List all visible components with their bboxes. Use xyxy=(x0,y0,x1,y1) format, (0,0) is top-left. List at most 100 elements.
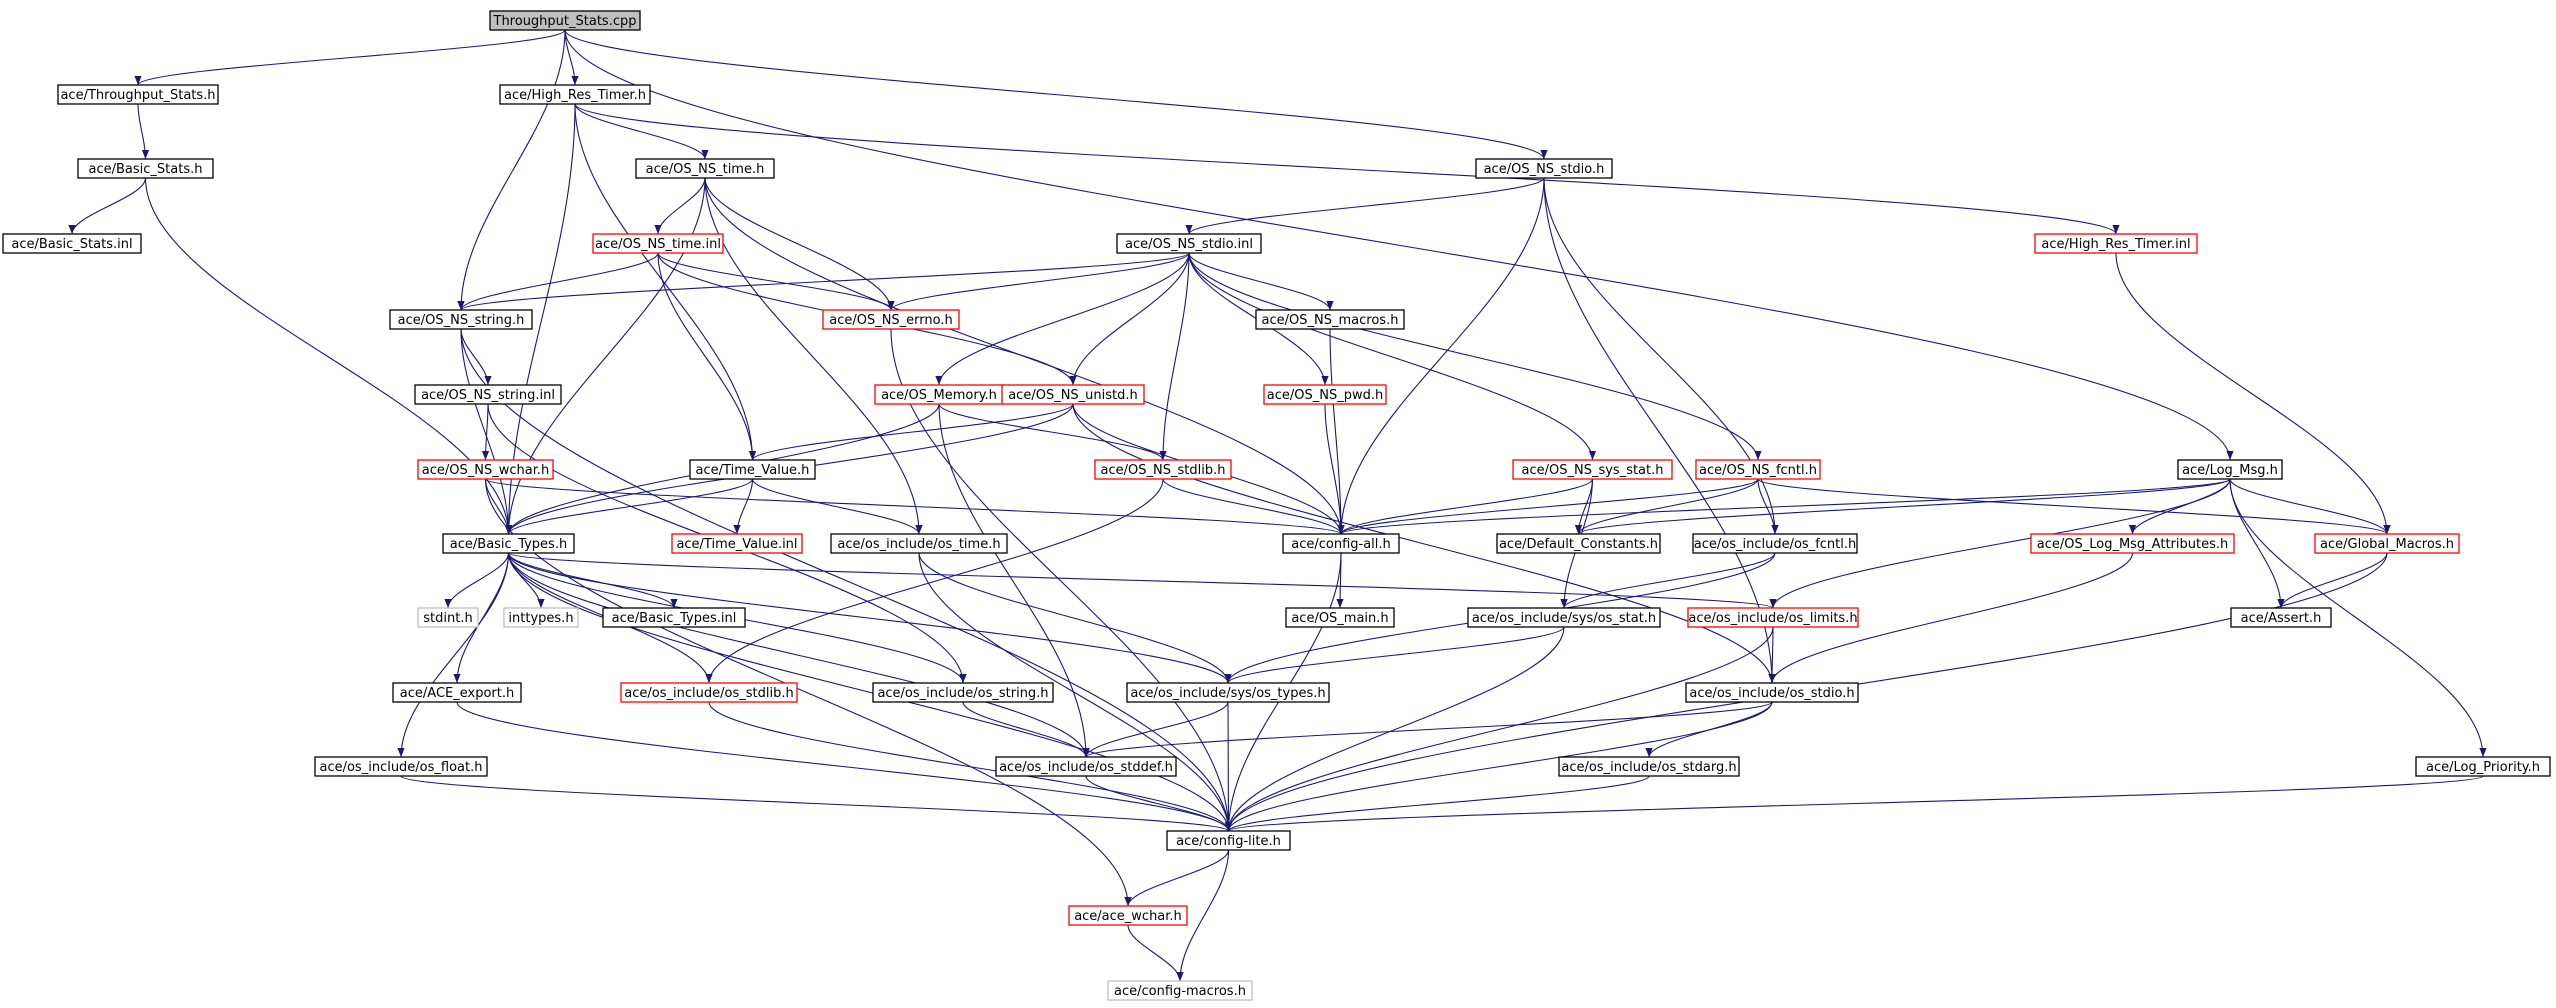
edge-os-include-sys-os-stat-h-to-config-lite-h xyxy=(1224,626,1565,832)
edge-os-ns-wchar-h-to-config-all-h xyxy=(484,478,1345,535)
node-box xyxy=(602,607,746,628)
graph-node-os-ns-unistd-h[interactable]: ace/OS_NS_unistd.h xyxy=(1001,384,1145,405)
graph-node-time-value-inl[interactable]: ace/Time_Value.inl xyxy=(671,533,803,554)
node-label: ace/Log_Priority.h xyxy=(2426,760,2540,775)
edge-os-ns-stdio-inl-to-os-ns-stdlib-h xyxy=(1159,252,1190,461)
graph-node-hrt-h[interactable]: ace/High_Res_Timer.h xyxy=(499,84,651,105)
graph-node-time-value-h[interactable]: ace/Time_Value.h xyxy=(689,459,816,480)
graph-node-os-ns-stdio-inl[interactable]: ace/OS_NS_stdio.inl xyxy=(1116,233,1262,254)
node-box xyxy=(1692,533,1858,554)
edge-root-to-os-ns-string-h xyxy=(457,29,566,311)
node-label: ace/Basic_Stats.inl xyxy=(11,237,132,252)
node-box xyxy=(1126,682,1330,703)
graph-node-os-include-os-stdlib-h[interactable]: ace/os_include/os_stdlib.h xyxy=(620,682,798,703)
edge-os-include-os-time-h-to-config-lite-h xyxy=(918,552,1233,832)
edge-root-to-os-ns-stdio-h xyxy=(564,29,1548,160)
edge-throughput-h-to-basic-stats-h xyxy=(137,103,150,160)
graph-node-stdint-h[interactable]: stdint.h xyxy=(417,607,479,628)
node-box xyxy=(1107,980,1253,1001)
edge-hrt-h-to-os-ns-time-h xyxy=(574,103,709,160)
graph-node-os-main-h[interactable]: ace/OS_main.h xyxy=(1285,607,1395,628)
edge-os-ns-stdio-h-to-os-include-os-stdio-h xyxy=(1543,177,1776,684)
graph-node-os-ns-pwd-h[interactable]: ace/OS_NS_pwd.h xyxy=(1263,384,1387,405)
node-label: ace/config-lite.h xyxy=(1176,834,1281,849)
graph-node-os-log-msg-attr-h[interactable]: ace/OS_Log_Msg_Attributes.h xyxy=(2030,533,2235,554)
node-box xyxy=(1166,830,1291,851)
edge-os-ns-stdio-h-to-os-include-os-fcntl-h xyxy=(1543,177,1779,535)
edge-os-ns-stdio-h-to-os-ns-stdio-inl xyxy=(1185,177,1545,235)
edge-os-include-os-stdio-h-to-config-lite-h xyxy=(1225,701,1773,832)
graph-node-throughput-h[interactable]: ace/Throughput_Stats.h xyxy=(57,84,219,105)
node-label: ace/OS_main.h xyxy=(1291,611,1388,626)
node-label: ace/OS_NS_macros.h xyxy=(1262,313,1399,328)
edge-os-memory-h-to-os-ns-stdlib-h xyxy=(938,403,1167,461)
node-label: ace/OS_NS_sys_stat.h xyxy=(1522,463,1664,478)
node-label: ace/os_include/os_stdio.h xyxy=(1689,686,1854,701)
graph-node-os-ns-sys-stat-h[interactable]: ace/OS_NS_sys_stat.h xyxy=(1512,459,1673,480)
graph-node-os-ns-time-h[interactable]: ace/OS_NS_time.h xyxy=(635,158,775,179)
graph-node-os-ns-string-h[interactable]: ace/OS_NS_string.h xyxy=(389,309,533,330)
graph-node-assert-h[interactable]: ace/Assert.h xyxy=(2230,607,2332,628)
node-label: ace/OS_NS_string.h xyxy=(398,313,525,328)
edge-os-include-os-string-h-to-os-include-os-stddef-h xyxy=(962,701,1090,758)
node-label: ace/OS_NS_stdio.h xyxy=(1484,162,1605,177)
edge-hrt-inl-to-global-macros-h xyxy=(2115,252,2391,535)
graph-node-config-macros-h[interactable]: ace/config-macros.h xyxy=(1107,980,1253,1001)
node-label: ace/os_include/os_float.h xyxy=(319,760,482,775)
node-label: ace/Throughput_Stats.h xyxy=(60,88,215,103)
graph-node-os-include-os-time-h[interactable]: ace/os_include/os_time.h xyxy=(830,533,1008,554)
graph-node-os-include-sys-os-stat-h[interactable]: ace/os_include/sys/os_stat.h xyxy=(1467,607,1661,628)
graph-node-inttypes-h[interactable]: inttypes.h xyxy=(503,607,579,628)
node-box xyxy=(1558,756,1740,777)
edge-global-macros-h-to-assert-h xyxy=(2277,552,2388,609)
edge-hrt-h-to-time-value-h xyxy=(574,103,757,461)
graph-node-global-macros-h[interactable]: ace/Global_Macros.h xyxy=(2314,533,2460,554)
graph-node-basic-stats-inl[interactable]: ace/Basic_Stats.inl xyxy=(2,233,142,254)
edge-os-ns-time-h-to-basic-types-h xyxy=(504,177,706,535)
graph-node-config-all-h[interactable]: ace/config-all.h xyxy=(1282,533,1400,554)
graph-node-os-ns-stdio-h[interactable]: ace/OS_NS_stdio.h xyxy=(1475,158,1613,179)
graph-node-os-ns-fcntl-h[interactable]: ace/OS_NS_fcntl.h xyxy=(1695,459,1821,480)
graph-node-basic-types-inl[interactable]: ace/Basic_Types.inl xyxy=(602,607,746,628)
node-label: stdint.h xyxy=(423,611,472,626)
graph-node-os-include-os-fcntl-h[interactable]: ace/os_include/os_fcntl.h xyxy=(1692,533,1858,554)
graph-node-ace-export-h[interactable]: ace/ACE_export.h xyxy=(392,682,522,703)
graph-node-basic-stats-h[interactable]: ace/Basic_Stats.h xyxy=(77,158,214,179)
edge-os-ns-string-h-to-basic-types-h xyxy=(460,328,513,535)
graph-node-os-ns-string-inl[interactable]: ace/OS_NS_string.inl xyxy=(414,384,562,405)
graph-node-root[interactable]: Throughput_Stats.cpp xyxy=(489,10,641,31)
edge-os-ns-stdio-inl-to-os-ns-string-h xyxy=(457,252,1190,311)
graph-node-os-include-os-stdio-h[interactable]: ace/os_include/os_stdio.h xyxy=(1685,682,1859,703)
edge-os-ns-stdlib-h-to-os-include-os-stdlib-h xyxy=(705,478,1164,684)
edge-os-ns-sys-stat-h-to-default-constants-h xyxy=(1574,478,1594,535)
node-box xyxy=(417,459,554,480)
graph-node-os-ns-macros-h[interactable]: ace/OS_NS_macros.h xyxy=(1255,309,1405,330)
node-label: ace/Log_Msg.h xyxy=(2182,463,2278,478)
graph-node-log-msg-h[interactable]: ace/Log_Msg.h xyxy=(2177,459,2283,480)
graph-node-os-include-os-stddef-h[interactable]: ace/os_include/os_stddef.h xyxy=(995,756,1177,777)
node-box xyxy=(2177,459,2283,480)
graph-node-os-include-os-limits-h[interactable]: ace/os_include/os_limits.h xyxy=(1687,607,1859,628)
graph-node-os-include-sys-os-types-h[interactable]: ace/os_include/sys/os_types.h xyxy=(1126,682,1330,703)
graph-node-ace-wchar-h[interactable]: ace/ace_wchar.h xyxy=(1068,905,1188,926)
graph-node-os-include-os-string-h[interactable]: ace/os_include/os_string.h xyxy=(872,682,1054,703)
graph-node-default-constants-h[interactable]: ace/Default_Constants.h xyxy=(1496,533,1661,554)
edge-os-ns-unistd-h-to-time-value-h xyxy=(749,403,1074,461)
graph-node-os-include-os-float-h[interactable]: ace/os_include/os_float.h xyxy=(314,756,488,777)
graph-node-os-ns-stdlib-h[interactable]: ace/OS_NS_stdlib.h xyxy=(1094,459,1232,480)
edge-os-ns-time-inl-to-os-ns-errno-h xyxy=(657,252,895,311)
graph-node-config-lite-h[interactable]: ace/config-lite.h xyxy=(1166,830,1291,851)
graph-node-os-ns-time-inl[interactable]: ace/OS_NS_time.inl xyxy=(592,233,724,254)
graph-node-os-ns-wchar-h[interactable]: ace/OS_NS_wchar.h xyxy=(417,459,554,480)
edge-os-ns-string-inl-to-os-ns-wchar-h xyxy=(481,403,490,461)
graph-node-hrt-inl[interactable]: ace/High_Res_Timer.inl xyxy=(2034,233,2198,254)
graph-node-log-priority-h[interactable]: ace/Log_Priority.h xyxy=(2415,756,2551,777)
graph-node-basic-types-h[interactable]: ace/Basic_Types.h xyxy=(442,533,575,554)
graph-node-os-ns-errno-h[interactable]: ace/OS_NS_errno.h xyxy=(822,309,960,330)
node-box xyxy=(2034,233,2198,254)
graph-node-os-include-os-stdarg-h[interactable]: ace/os_include/os_stdarg.h xyxy=(1558,756,1740,777)
node-box xyxy=(414,384,562,405)
graph-node-os-memory-h[interactable]: ace/OS_Memory.h xyxy=(874,384,1004,405)
node-label: ace/Assert.h xyxy=(2241,611,2322,626)
node-label: ace/Time_Value.h xyxy=(696,463,810,478)
